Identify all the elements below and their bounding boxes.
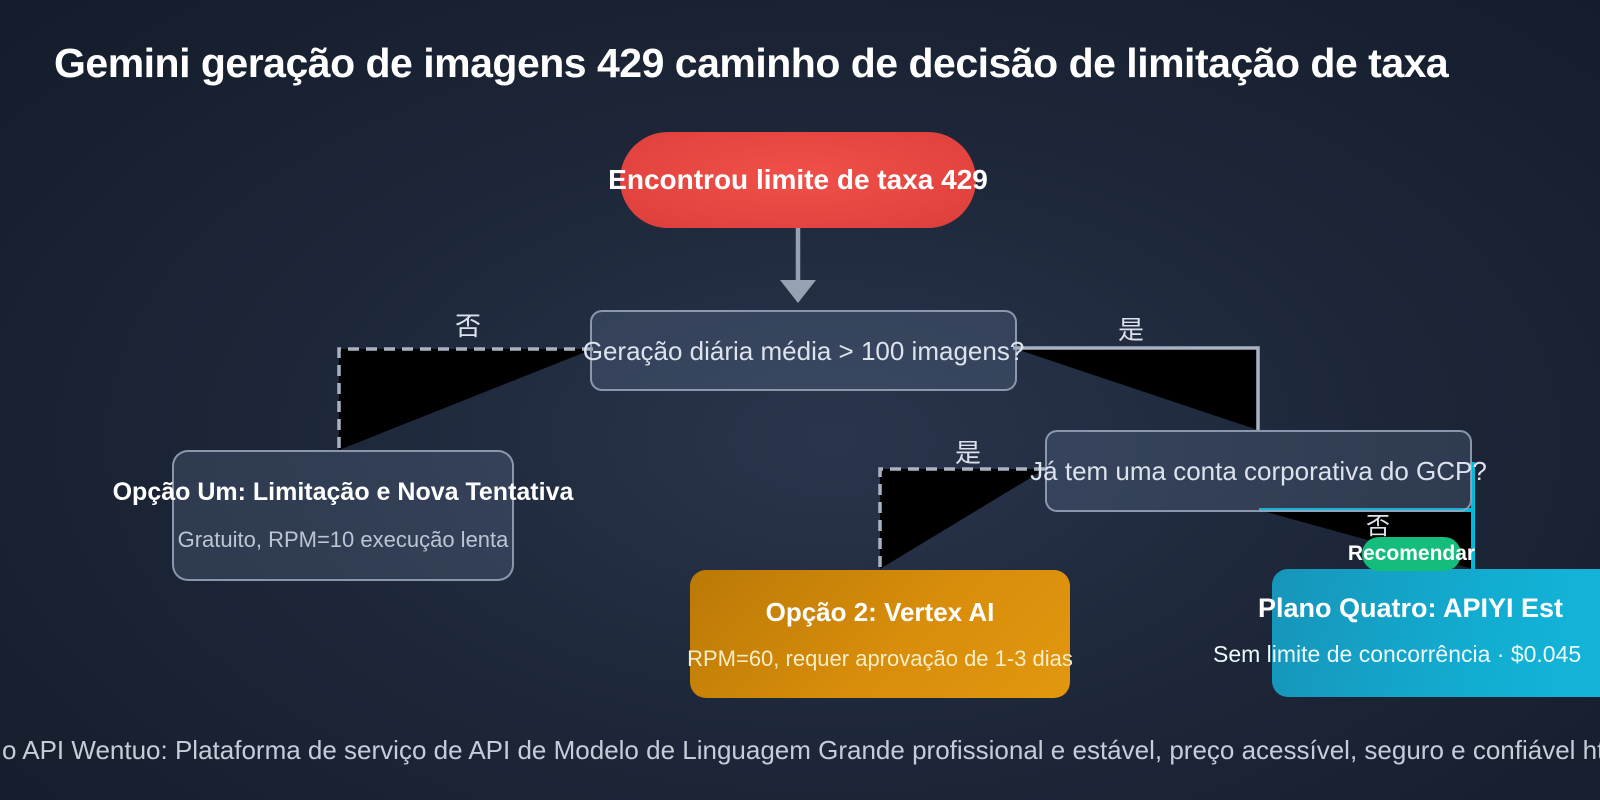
edge-yes-gcp-line (878, 467, 1045, 569)
start-arrowhead-icon (780, 280, 816, 303)
edge-label-no-gcp: 否 (1366, 513, 1390, 540)
option-apiyi-title: Plano Quatro: APIYI Est (1258, 593, 1564, 623)
recommend-badge: Recomendar (1348, 537, 1475, 571)
decision-daily-label: Geração diária média > 100 imagens? (582, 335, 1025, 366)
decision-gcp-label: Já tem uma conta corporativa do GCP? (1030, 456, 1487, 486)
decision-gcp-account: Já tem uma conta corporativa do GCP? (1030, 430, 1487, 512)
edge-label-no-daily: 否 (454, 311, 482, 341)
edge-yes-gcp-fill (880, 469, 1045, 569)
option-throttle-title: Opção Um: Limitação e Nova Tentativa (112, 478, 574, 506)
edge-no-daily-fill (339, 349, 593, 450)
page-title: Gemini geração de imagens 429 caminho de… (54, 40, 1449, 86)
edge-label-yes-gcp: 是 (954, 438, 982, 468)
decision-daily-volume: Geração diária média > 100 imagens? (583, 310, 1024, 391)
option-vertex-title: Opção 2: Vertex AI (765, 596, 995, 627)
recommend-badge-label: Recomendar (1347, 542, 1476, 565)
footer-note: o API Wentuo: Plataforma de serviço de A… (2, 735, 1600, 765)
option-apiyi-subtitle: Sem limite de concorrência · $0.045 (1213, 641, 1582, 667)
edge-no-daily-line (337, 347, 593, 450)
option-vertex-node: Opção 2: Vertex AI RPM=60, requer aprova… (687, 570, 1073, 698)
option-throttle-subtitle: Gratuito, RPM=10 execução lenta (177, 527, 509, 552)
edge-label-yes-daily: 是 (1117, 315, 1145, 345)
start-node-label: Encontrou limite de taxa 429 (608, 164, 988, 195)
start-node: Encontrou limite de taxa 429 (608, 132, 988, 228)
option-apiyi-node: Plano Quatro: APIYI Est Sem limite de co… (1213, 569, 1600, 697)
edge-yes-daily-fill (1013, 348, 1258, 430)
option-throttle-node: Opção Um: Limitação e Nova Tentativa Gra… (113, 450, 573, 581)
edge-yes-daily-line (1013, 346, 1260, 430)
option-vertex-subtitle: RPM=60, requer aprovação de 1-3 dias (687, 645, 1073, 671)
